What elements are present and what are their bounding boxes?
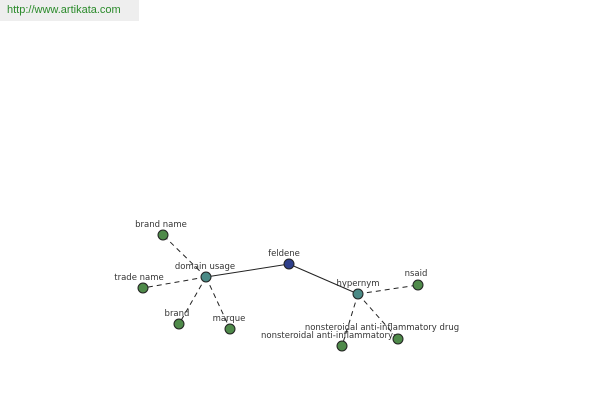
- node-marque[interactable]: [224, 323, 236, 335]
- label-marque: marque: [213, 314, 246, 324]
- watermark-banner: http://www.artikata.com: [0, 0, 139, 21]
- node-brand-name[interactable]: [157, 229, 169, 241]
- label-domain-usage: domain usage: [175, 262, 235, 272]
- node-nsaid-drug[interactable]: [392, 333, 404, 345]
- watermark-link[interactable]: http://www.artikata.com: [7, 4, 121, 16]
- edge-hypernym-nsaid-short: [341, 293, 359, 347]
- node-brand[interactable]: [173, 318, 185, 330]
- graph-nodes: [137, 229, 424, 352]
- edge-domain-brand: [178, 276, 207, 325]
- graph-edges: [142, 234, 419, 347]
- label-brand: brand: [165, 309, 190, 319]
- label-hypernym: hypernym: [336, 279, 379, 289]
- node-trade-name[interactable]: [137, 282, 149, 294]
- node-domain-usage[interactable]: [200, 271, 212, 283]
- edge-hypernym-nsaid: [357, 284, 419, 295]
- edge-feldene-hypernym: [288, 263, 359, 295]
- label-trade-name: trade name: [114, 273, 163, 283]
- edge-domain-marque: [205, 276, 231, 330]
- edge-hypernym-nsaid-drug: [357, 293, 399, 340]
- node-hypernym[interactable]: [352, 288, 364, 300]
- graph-labels: feldene domain usage hypernym brand name…: [114, 220, 459, 341]
- edge-feldene-domain-usage: [205, 263, 290, 278]
- label-brand-name: brand name: [135, 220, 187, 230]
- node-feldene[interactable]: [283, 258, 295, 270]
- label-feldene: feldene: [268, 249, 300, 259]
- node-nsaid[interactable]: [412, 279, 424, 291]
- node-nsaid-short[interactable]: [336, 340, 348, 352]
- label-nsaid: nsaid: [405, 269, 428, 279]
- edge-domain-trade-name: [142, 276, 207, 289]
- label-nsaid-drug: nonsteroidal anti-inflammatory drug: [305, 323, 459, 333]
- label-nsaid-short: nonsteroidal anti-inflammatory: [261, 331, 393, 341]
- edge-domain-brand-name: [162, 234, 207, 278]
